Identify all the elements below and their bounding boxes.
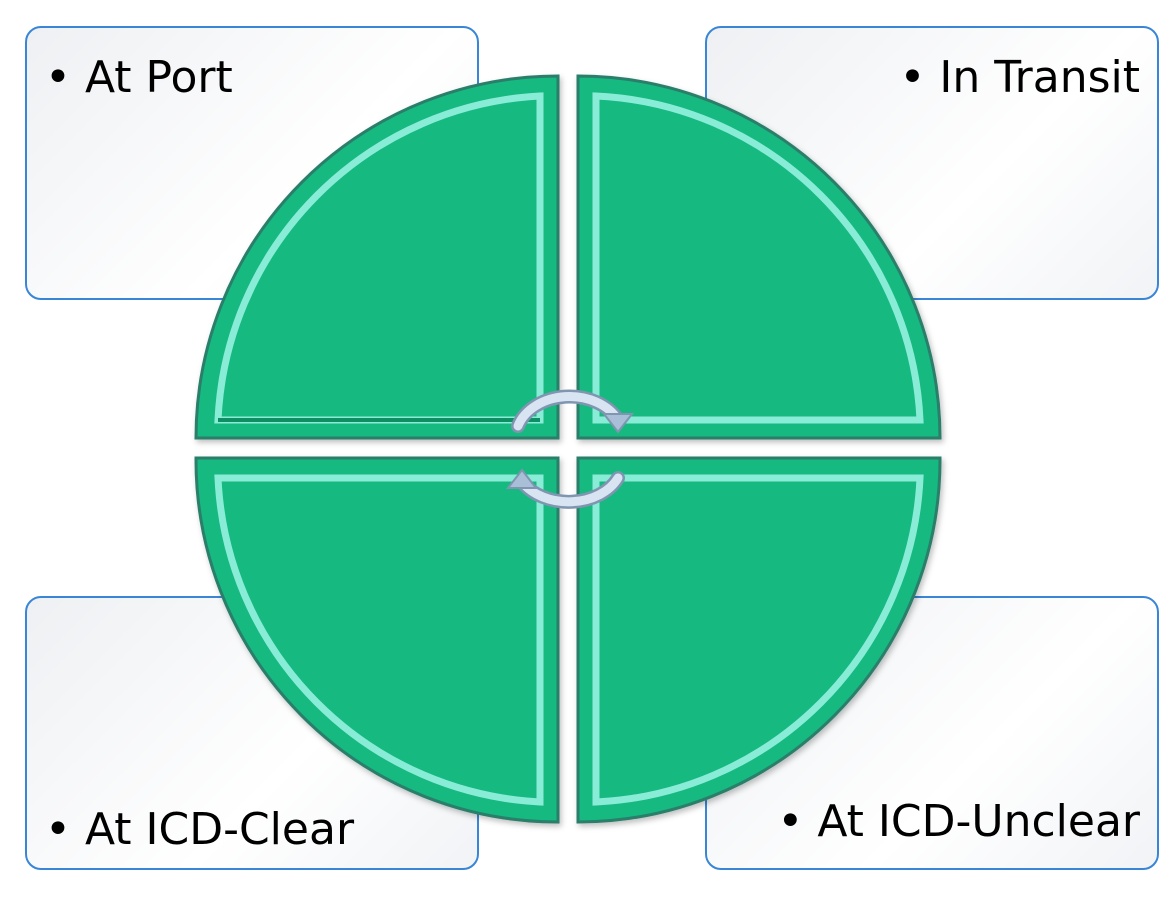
- segment-top-right: [576, 74, 942, 440]
- label-at-icd-unclear: • At ICD-Unclear: [777, 796, 1140, 847]
- segment-bottom-right: [576, 456, 942, 824]
- segment-top-left: [194, 74, 560, 440]
- label-at-port: • At Port: [45, 52, 233, 103]
- cycle-arrow-icon: [505, 389, 635, 509]
- label-in-transit: • In Transit: [899, 52, 1140, 103]
- segment-bottom-left: [194, 456, 560, 824]
- label-at-icd-clear: • At ICD-Clear: [45, 804, 355, 855]
